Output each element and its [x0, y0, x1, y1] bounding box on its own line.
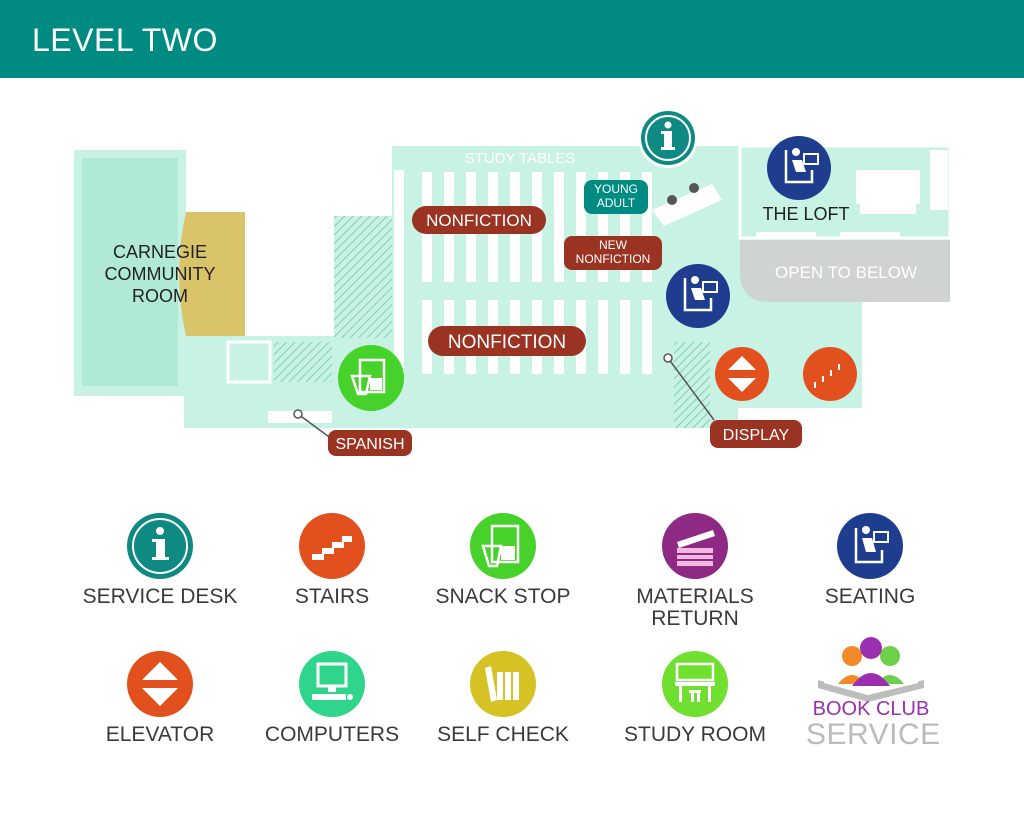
legend-label: STAIRS [294, 585, 370, 608]
legend-item-service-desk: SERVICE DESK [75, 512, 245, 608]
legend-item-self-check: SELF CHECK [418, 650, 588, 746]
legend-item-snack-stop: SNACK STOP [418, 512, 588, 608]
wall-shelf [394, 170, 404, 372]
label-open-to-below: OPEN TO BELOW [775, 263, 917, 282]
legend-label: ELEVATOR [105, 723, 215, 746]
legend-item-study-room: STUDY ROOM [610, 650, 780, 746]
book-club-subtitle: SERVICE [806, 718, 941, 751]
computer-icon [299, 651, 365, 717]
label-study-tables: STUDY TABLES [465, 150, 576, 167]
legend-label: SEATING [824, 585, 916, 608]
map-elevator-icon [715, 347, 769, 401]
study-desk-icon [662, 651, 728, 717]
loft-tables [756, 150, 948, 238]
badge-nonfiction-top [412, 206, 546, 234]
map-snack-stop-icon [338, 345, 404, 411]
shelf [422, 300, 432, 374]
book-club-people-icon [818, 637, 924, 702]
badge-spanish [293, 409, 412, 456]
legend-item-seating: SEATING [785, 512, 955, 608]
legend-label: SERVICE DESK [82, 585, 238, 608]
page-title: LEVEL TWO [32, 22, 218, 58]
label-nonfiction-bottom: NONFICTION [448, 332, 566, 353]
info-icon [127, 513, 193, 579]
legend-label: MATERIALS RETURN [636, 585, 754, 630]
label-the-loft: THE LOFT [762, 204, 849, 224]
map-service-desk-icon [638, 108, 698, 168]
legend-label: STUDY ROOM [624, 723, 766, 746]
map-stairs-icon [803, 347, 857, 401]
snack-icon [470, 513, 536, 579]
open-to-below-area [740, 240, 950, 302]
shelf [598, 300, 608, 374]
shelf [642, 172, 652, 282]
legend-label: SELF CHECK [437, 723, 569, 746]
label-display: DISPLAY [723, 427, 790, 444]
seating-icon [837, 513, 903, 579]
carnegie-community-room [74, 150, 245, 396]
map-seating-icon [666, 264, 730, 328]
shelf [620, 300, 630, 374]
page-header: LEVEL TWO [0, 0, 1024, 78]
legend-label: COMPUTERS [264, 723, 400, 746]
shelf [620, 172, 630, 282]
badge-nonfiction-bottom [428, 326, 586, 356]
young-adult-furniture [652, 183, 722, 226]
shelf [576, 172, 586, 282]
book-club-service-logo: BOOK CLUB SERVICE [806, 636, 941, 756]
badge-new-nonfiction [564, 236, 662, 270]
shelf [642, 300, 652, 374]
book-return-icon [662, 513, 728, 579]
legend-item-computers: COMPUTERS [247, 650, 417, 746]
label-spanish: SPANISH [335, 436, 404, 453]
book-club-title: BOOK CLUB [812, 698, 930, 720]
legend-item-materials-return: MATERIALS RETURN [610, 512, 780, 630]
badge-young-adult [584, 180, 648, 214]
legend-item-stairs: STAIRS [247, 512, 417, 608]
stairs-icon [299, 513, 365, 579]
badge-display [663, 353, 802, 448]
shelf [554, 172, 564, 282]
books-icon [470, 651, 536, 717]
legend-label: SNACK STOP [435, 585, 571, 608]
legend-item-elevator: ELEVATOR [75, 650, 245, 746]
map-seating-icon-loft [767, 136, 831, 200]
shelf [598, 172, 608, 282]
elevator-icon [127, 651, 193, 717]
label-nonfiction-top: NONFICTION [426, 211, 532, 230]
